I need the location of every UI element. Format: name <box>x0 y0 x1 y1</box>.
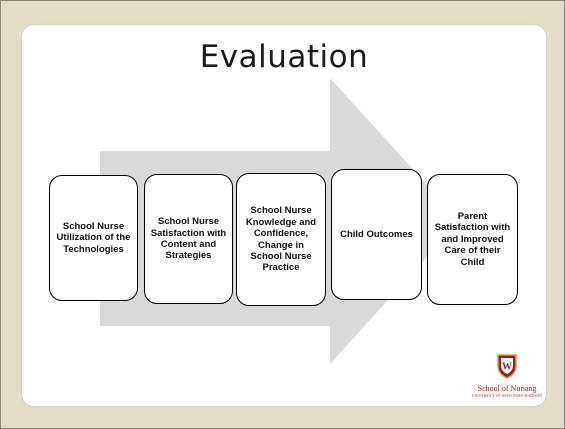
box-parent-satisfaction: Parent Satisfaction with and Improved Ca… <box>427 174 518 305</box>
box-satisfaction: School Nurse Satisfaction with Content a… <box>144 174 233 304</box>
slide-title: Evaluation <box>199 39 369 75</box>
school-of-nursing-logo: W School of Nursing UNIVERSITY OF WISCON… <box>470 352 544 398</box>
logo-subtitle: UNIVERSITY OF WISCONSIN-MADISON <box>471 394 543 398</box>
box-utilization: School Nurse Utilization of the Technolo… <box>49 175 138 301</box>
slide: Evaluation School Nurse Utilization of t… <box>22 25 546 406</box>
crest-icon: W <box>497 354 517 379</box>
box-knowledge: School Nurse Knowledge and Confidence, C… <box>236 173 326 306</box>
logo-name: School of Nursing <box>477 384 537 393</box>
box-child-outcomes: Child Outcomes <box>331 169 422 300</box>
svg-text:W: W <box>502 362 512 373</box>
